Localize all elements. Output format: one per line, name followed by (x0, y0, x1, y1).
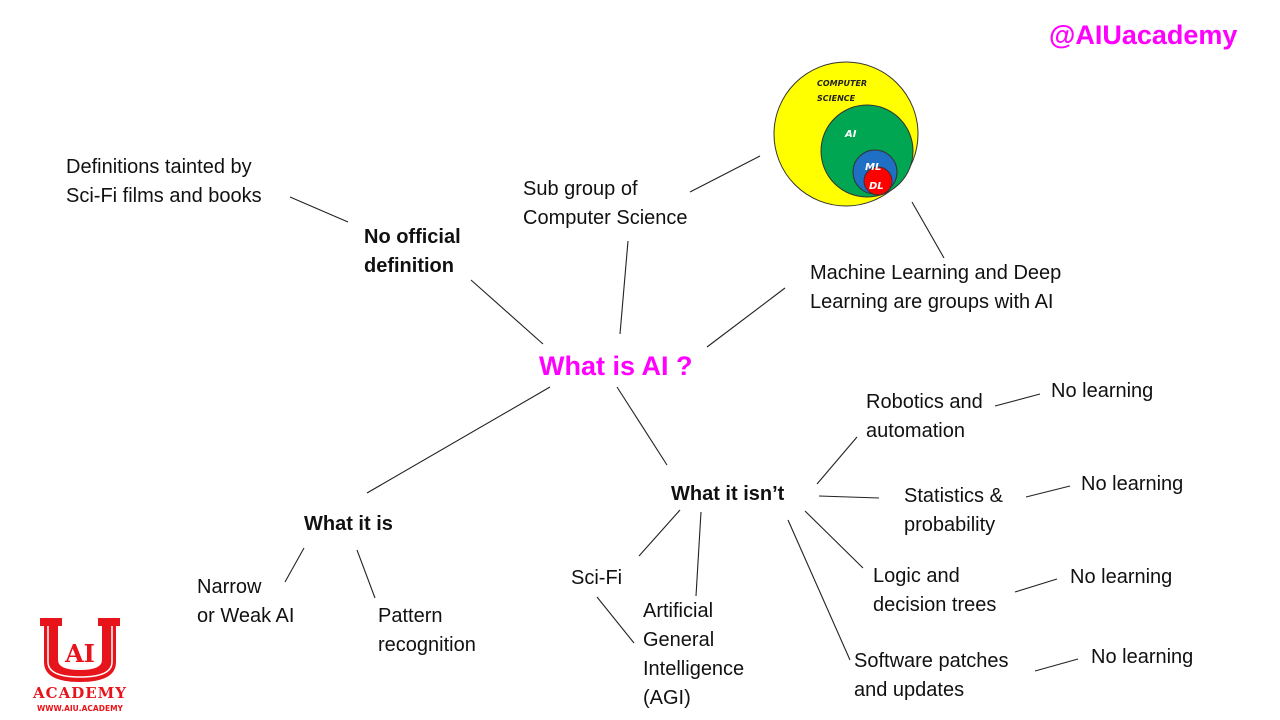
connector-subgroup-venn (689, 155, 761, 193)
node-ml-dl-line1: Machine Learning and Deep (810, 262, 1062, 284)
node-subgroup-line1: Sub group of (523, 178, 638, 200)
node-no-official-line1: No official (364, 226, 461, 248)
node-statistics: Statistics & probability (904, 482, 1003, 540)
node-ml-dl: Machine Learning and Deep Learning are g… (810, 259, 1061, 317)
venn-label-ai: AI (844, 129, 857, 140)
node-ml-dl-line2: Learning are groups with AI (810, 291, 1054, 313)
brand-handle: @AIUacademy (1049, 20, 1238, 50)
aiu-academy-logo: AI ACADEMY WWW.AIU.ACADEMY (32, 618, 127, 713)
node-robotics-line2: automation (866, 420, 965, 442)
venn-diagram: COMPUTER SCIENCE AI ML DL (773, 61, 919, 207)
node-software-line1: Software patches (854, 650, 1009, 672)
node-narrow-ai: Narrow or Weak AI (197, 573, 294, 631)
connector-center-what-it-is (366, 386, 551, 494)
node-logic: Logic and decision trees (873, 562, 996, 620)
node-no-official-line2: definition (364, 255, 454, 277)
logo-url: WWW.AIU.ACADEMY (37, 704, 124, 713)
logo-mark: AI (64, 639, 95, 668)
node-narrow-line1: Narrow (197, 576, 262, 598)
node-agi-line3: Intelligence (643, 658, 745, 680)
connector-software-note (1034, 658, 1079, 672)
connector-isnt-robotics (816, 436, 858, 485)
venn-dl-circle (863, 166, 893, 196)
connector-isnt-statistics (818, 495, 880, 499)
node-statistics-line1: Statistics & (904, 485, 1003, 507)
node-agi-line4: (AGI) (643, 687, 691, 709)
node-statistics-note: No learning (1081, 473, 1184, 495)
node-agi-line1: Artificial (643, 600, 714, 622)
node-robotics-note: No learning (1051, 380, 1154, 402)
node-software-line2: and updates (854, 679, 965, 701)
node-scifi-definitions: Definitions tainted by Sci-Fi films and … (66, 153, 262, 211)
connector-logic-note (1014, 578, 1058, 593)
node-agi: Artificial General Intelligence (AGI) (643, 597, 744, 713)
node-robotics-line1: Robotics and (866, 391, 983, 413)
node-logic-line1: Logic and (873, 565, 960, 587)
connector-no-official-scifi-definitions (289, 196, 349, 223)
venn-label-computer: COMPUTER (817, 79, 867, 88)
connector-isnt-logic (804, 510, 864, 569)
node-robotics: Robotics and automation (866, 388, 983, 446)
node-scifi-definitions-line2: Sci-Fi films and books (66, 185, 262, 207)
connector-isnt-scifi (638, 509, 681, 557)
logo-word: ACADEMY (32, 684, 127, 702)
node-scifi: Sci-Fi (571, 567, 623, 589)
node-software-note: No learning (1091, 646, 1194, 668)
node-scifi-definitions-line1: Definitions tainted by (66, 156, 252, 178)
connector-center-subgroup (619, 240, 629, 335)
venn-label-science: SCIENCE (817, 94, 856, 103)
connector-ml-dl-venn (911, 201, 945, 259)
node-software: Software patches and updates (854, 647, 1009, 705)
node-narrow-line2: or Weak AI (197, 605, 295, 627)
connector-isnt-software (787, 519, 851, 661)
node-subgroup-line2: Computer Science (523, 207, 688, 229)
venn-label-ml: ML (865, 162, 881, 173)
center-topic: What is AI ? (539, 351, 693, 381)
node-no-official-definition: No official definition (364, 223, 461, 281)
node-logic-line2: decision trees (873, 594, 997, 616)
connector-what-it-is-pattern (356, 549, 376, 599)
connector-isnt-agi (695, 511, 702, 597)
node-what-it-is: What it is (304, 513, 393, 535)
node-subgroup-cs: Sub group of Computer Science (523, 175, 688, 233)
node-statistics-line2: probability (904, 514, 996, 536)
node-pattern-line2: recognition (378, 634, 476, 656)
node-pattern-recognition: Pattern recognition (378, 602, 476, 660)
logo-u-shape (40, 618, 120, 682)
venn-label-dl: DL (869, 181, 884, 192)
connector-center-ml-dl (706, 287, 786, 348)
connector-scifi-agi (596, 596, 635, 644)
node-logic-note: No learning (1070, 566, 1173, 588)
connector-center-no-official (470, 279, 544, 345)
node-agi-line2: General (643, 629, 715, 651)
connector-robotics-note (994, 393, 1041, 407)
node-pattern-line1: Pattern (378, 605, 443, 627)
connector-statistics-note (1025, 485, 1071, 498)
connector-what-it-is-narrow (284, 547, 305, 583)
node-what-it-isnt: What it isn’t (671, 483, 785, 505)
connector-center-what-it-isnt (616, 386, 668, 466)
